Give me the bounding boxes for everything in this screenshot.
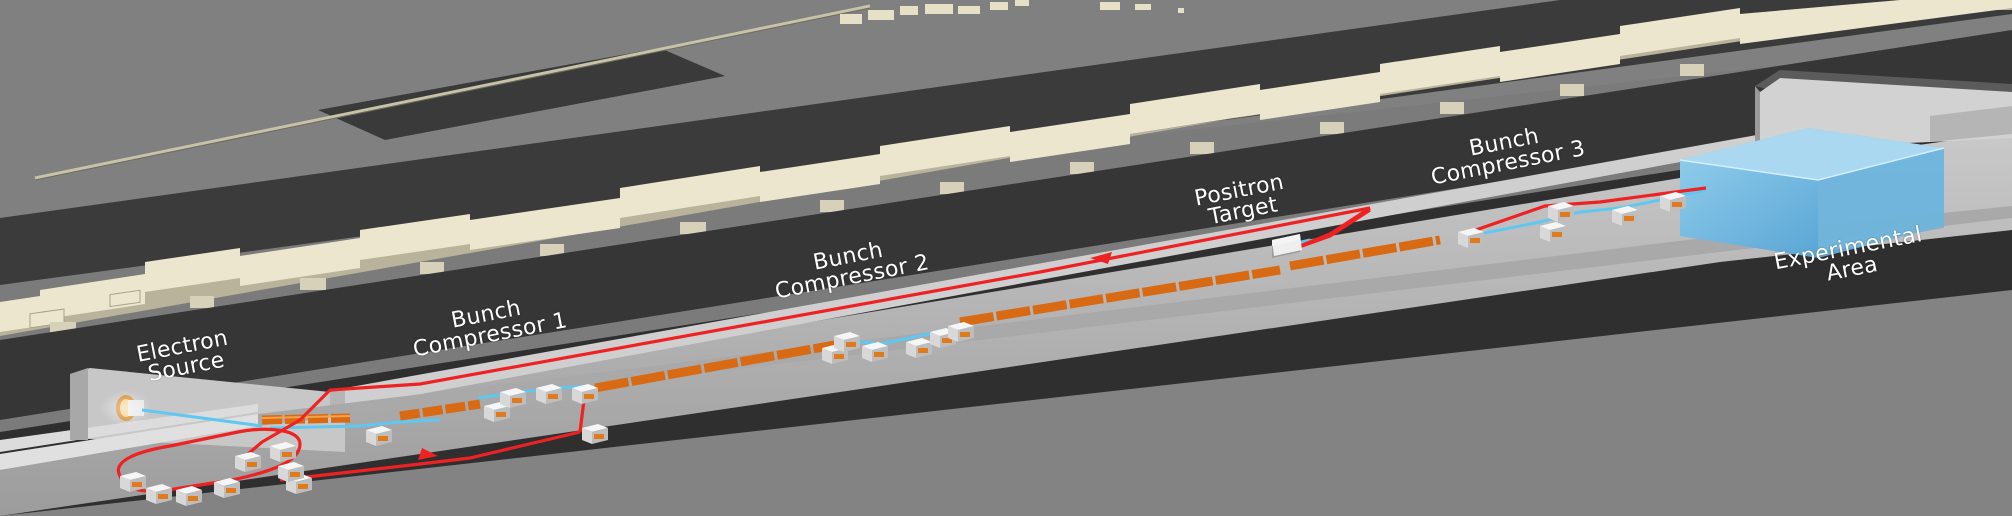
box-side <box>1818 148 1944 258</box>
top-buildings <box>840 0 1184 24</box>
magnet-block <box>572 384 598 404</box>
dark-patch <box>318 48 725 140</box>
magnet-block <box>484 402 510 422</box>
magnet-block <box>366 426 392 446</box>
road-middle <box>0 30 2012 420</box>
magnet-block <box>500 388 526 408</box>
electron-gun <box>100 390 152 426</box>
magnet-block <box>176 486 202 506</box>
magnet-block <box>146 484 172 504</box>
magnet-block <box>278 462 304 482</box>
surface-building <box>0 0 2012 336</box>
tunnel-back-wall <box>345 104 1930 408</box>
magnet-block <box>120 472 146 492</box>
magnet-block <box>862 342 888 362</box>
positron-beam <box>116 186 1707 493</box>
magnet-block <box>1660 192 1686 212</box>
magnet-block <box>1458 228 1484 248</box>
magnet-block <box>948 322 974 342</box>
magnet-block <box>906 338 932 358</box>
beam-direction-arrows <box>418 252 1112 460</box>
box-top <box>1680 128 1944 180</box>
magnet-block <box>1540 222 1566 242</box>
building-roof <box>0 0 2012 332</box>
positron-target <box>1272 234 1302 258</box>
magnet-block <box>1548 202 1574 222</box>
magnet-block <box>270 442 296 462</box>
magnet-block <box>214 478 240 498</box>
magnet-block <box>582 424 608 444</box>
box-front <box>1680 160 1818 258</box>
magnet-block <box>834 332 860 352</box>
magnet-block <box>536 384 562 404</box>
linac <box>261 235 1441 425</box>
tunnel-front-wall <box>0 414 258 470</box>
magnets <box>120 192 1686 506</box>
magnet-block <box>1612 206 1638 226</box>
experimental-box <box>1679 128 1945 258</box>
surface-line <box>34 4 871 180</box>
magnet-block <box>235 452 261 472</box>
